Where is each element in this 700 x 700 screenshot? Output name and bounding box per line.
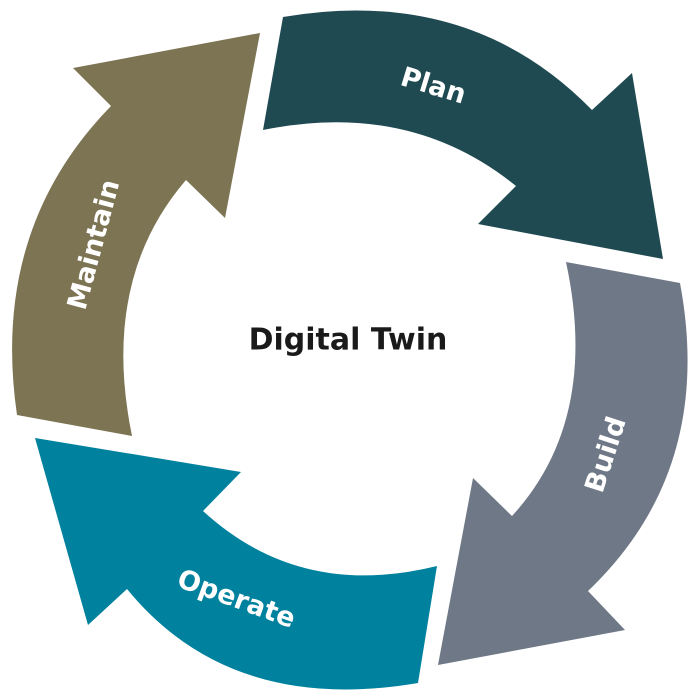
stage-build: Build <box>438 262 688 665</box>
maintain-arrow <box>12 33 260 436</box>
stage-plan: Plan <box>263 10 663 259</box>
stage-operate: Operate <box>35 438 437 690</box>
plan-arrow <box>263 10 663 259</box>
build-arrow <box>438 262 688 665</box>
center-title: Digital Twin <box>249 323 448 358</box>
operate-arrow <box>35 438 437 690</box>
stage-maintain: Maintain <box>12 33 260 436</box>
